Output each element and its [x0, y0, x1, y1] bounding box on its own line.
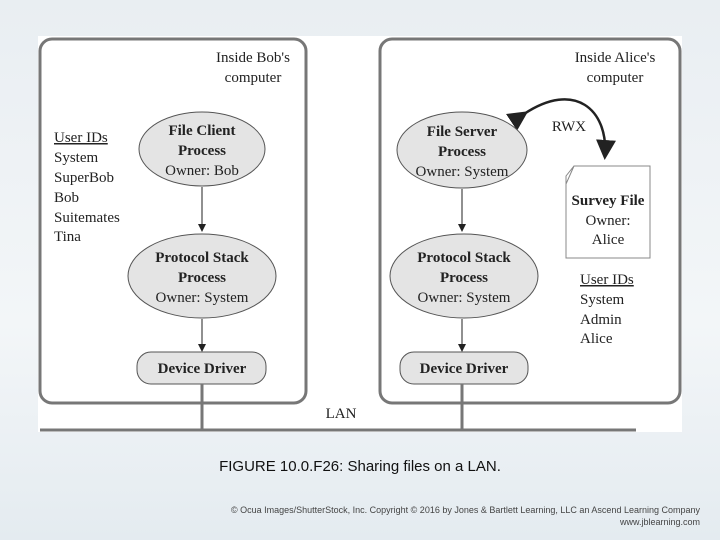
bob-user-id: Bob: [54, 190, 79, 206]
file-client-owner: Owner: Bob: [165, 163, 239, 179]
stack-label: Protocol Stack: [155, 250, 249, 266]
bob-title-2: computer: [225, 70, 282, 86]
file-client-label: Process: [178, 143, 226, 159]
alice-user-id: System: [580, 292, 625, 308]
alice-user-id: Alice: [580, 331, 613, 347]
driver-label: Device Driver: [420, 361, 509, 377]
bob-user-id: Suitemates: [54, 210, 120, 226]
survey-file-owner-name: Alice: [592, 232, 625, 248]
alice-user-id: Admin: [580, 312, 622, 328]
bob-protocol-stack: [127, 233, 277, 319]
alice-title-2: computer: [587, 70, 644, 86]
lan-label: LAN: [326, 406, 357, 422]
credit-line: © Ocua Images/ShutterStock, Inc. Copyrig…: [230, 505, 700, 515]
figure: Inside Bob's computer User IDs System Su…: [38, 36, 682, 432]
stack-label: Process: [178, 270, 226, 286]
alice-computer-box: [378, 37, 682, 405]
file-server-process: [396, 111, 528, 189]
file-server-owner: Owner: System: [416, 164, 509, 180]
bob-title: Inside Bob's: [216, 50, 290, 66]
bob-user-id: SuperBob: [54, 170, 114, 186]
credit-url: www.jblearning.com: [619, 517, 700, 527]
copyright-credit: © Ocua Images/ShutterStock, Inc. Copyrig…: [231, 504, 700, 528]
file-client-label: File Client: [168, 123, 235, 139]
alice-title: Inside Alice's: [575, 50, 656, 66]
bob-user-id: System: [54, 150, 99, 166]
figure-caption: FIGURE 10.0.F26: Sharing files on a LAN.: [219, 458, 501, 475]
stack-label: Process: [440, 270, 488, 286]
alice-user-ids-header: User IDs: [580, 272, 634, 288]
file-server-label: Process: [438, 144, 486, 160]
rwx-label: RWX: [552, 119, 586, 135]
survey-file-owner: Owner:: [586, 213, 631, 229]
stack-owner: Owner: System: [418, 290, 511, 306]
file-server-label: File Server: [427, 124, 498, 140]
alice-device-driver: [399, 351, 529, 385]
driver-label: Device Driver: [158, 361, 247, 377]
bob-user-ids-header: User IDs: [54, 130, 108, 146]
alice-protocol-stack: [389, 233, 539, 319]
bob-user-id: Tina: [54, 229, 81, 245]
rwx-arrow: [505, 98, 616, 160]
survey-file-label: Survey File: [572, 193, 645, 209]
lan-diagram: Inside Bob's computer User IDs System Su…: [38, 37, 682, 432]
bob-computer-box: [38, 37, 308, 405]
file-client-process: [138, 111, 266, 187]
stack-label: Protocol Stack: [417, 250, 511, 266]
survey-file: [565, 165, 651, 259]
stack-owner: Owner: System: [156, 290, 249, 306]
